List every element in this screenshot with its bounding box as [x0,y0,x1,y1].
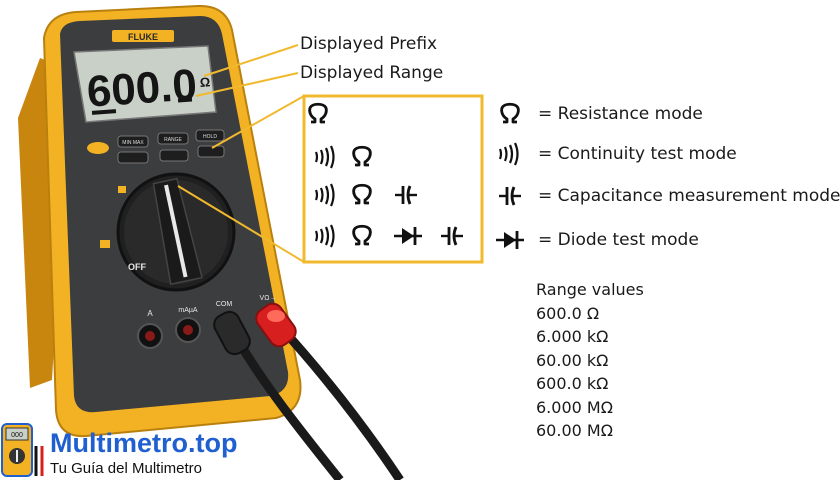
legend-resistance: = Resistance mode [496,99,703,129]
legend-resistance-text: = Resistance mode [538,104,703,124]
svg-text:000: 000 [11,432,23,439]
red-probe-plug[interactable] [252,300,299,350]
hold-button[interactable] [195,129,225,142]
mode-marker [100,240,110,248]
displayed-prefix-label: Displayed Prefix [300,34,438,54]
brand-subtitle: Tu Guía del Multimetro [50,460,202,477]
range-value-item: 60.00 MΩ [536,421,613,440]
red-probe-highlight [267,310,285,322]
range-label: RANGE [164,137,182,143]
brand-logo-icon: 000 [1,423,44,477]
range-value-item: 6.000 MΩ [536,397,613,417]
range-value-item: 600.0 kΩ [536,374,609,393]
lcd-bargraph [91,109,117,115]
lcd-unit: Ω [199,74,210,90]
mode-marker-2 [118,186,126,193]
dial-pointer [164,184,188,278]
lcd-range-indicator [177,97,193,103]
brand-title[interactable]: Multimetro.top [50,428,238,458]
legend-continuity: = Continuity test mode [496,139,737,169]
brand-plate [112,30,174,42]
legend-continuity-text: = Continuity test mode [538,144,737,164]
legend-diode: = Diode test mode [496,225,699,255]
mode-box-callout-top [211,95,305,149]
lcd-screen [73,45,217,123]
range-value-item: 60.00 kΩ [536,350,609,370]
legend-capacitance: = Capacitance measurement mode [496,181,840,211]
black-probe-plug[interactable] [211,308,254,357]
displayed-range-label: Displayed Range [300,63,444,83]
a-jack-label: A [147,309,153,318]
hz-button[interactable] [197,145,225,158]
range-callout-line [195,72,299,97]
test-leads [211,300,404,480]
lcd-reading: 600.0 [85,60,198,117]
range-value-item: 600.0 Ω [536,303,600,323]
backlight-button[interactable] [87,142,109,154]
range-value-item: 6.000 kΩ [536,327,609,346]
range-values-title: Range values [536,280,644,299]
min-max-label: MIN MAX [122,140,144,146]
mode-box-callout-bottom [177,185,305,263]
range-button[interactable] [157,132,189,145]
hold-label: HOLD [203,134,217,140]
peak-button[interactable] [117,151,149,164]
prefix-callout-line [203,44,299,77]
ma-jack-label: mAµA [178,307,198,314]
legend-capacitance-text: = Capacitance measurement mode [538,186,840,206]
legend-diode-text: = Diode test mode [538,230,699,250]
min-max-button[interactable] [117,135,149,148]
rel-button[interactable] [159,149,189,162]
v-jack-label: VΩ→ [260,295,277,302]
off-label: OFF [128,262,146,272]
brand-name: FLUKE [128,32,158,42]
com-jack-label: COM [216,301,233,308]
range-values-block: Range values 600.0 Ω 6.000 kΩ 60.00 kΩ 6… [536,278,644,443]
